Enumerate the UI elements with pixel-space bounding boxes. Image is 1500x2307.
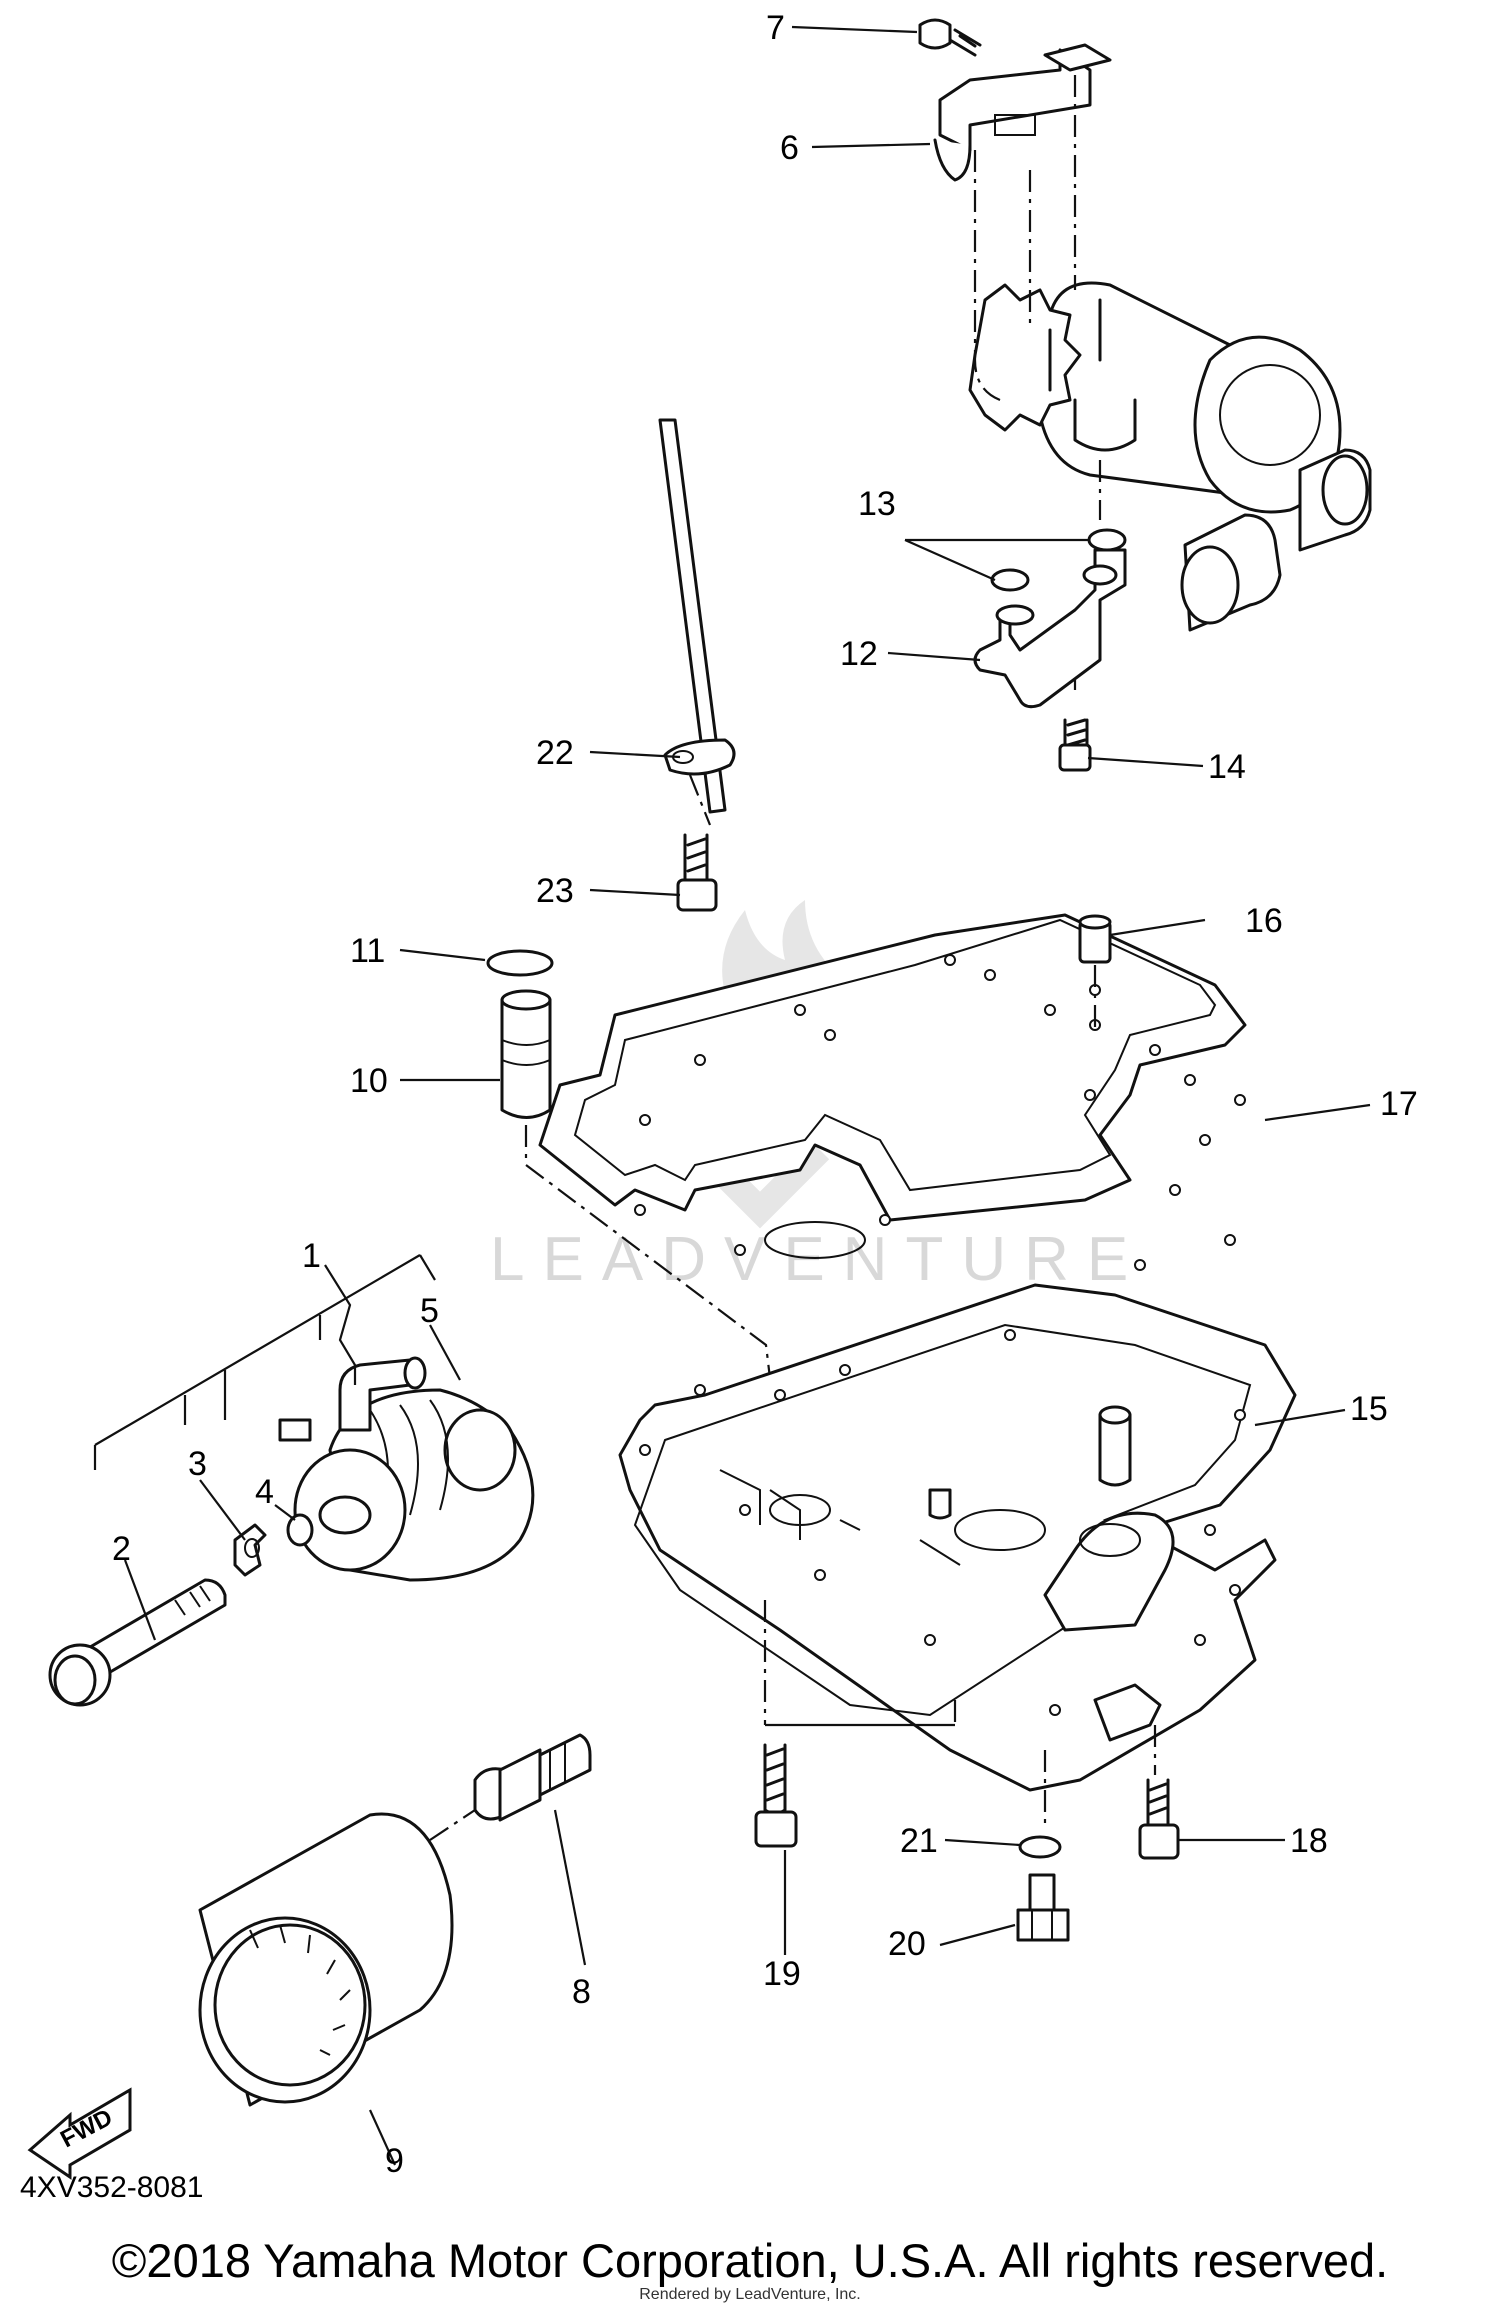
callout-3: 3 (188, 1445, 207, 1483)
bracket-1 (93, 1254, 436, 1470)
callout-9: 9 (385, 2142, 404, 2180)
callout-8: 8 (572, 1973, 591, 2011)
callout-2: 2 (112, 1530, 131, 1568)
callout-5: 5 (420, 1292, 439, 1330)
oil-pump (968, 281, 1372, 632)
o-ring-4 (286, 1513, 314, 1547)
oil-pipe-12 (973, 548, 1127, 709)
alignment-line-8 (429, 1809, 476, 1841)
oil-filter-9 (198, 1812, 454, 2107)
watermark-text: LEADVENTURE (490, 1225, 1146, 1294)
callout-10: 10 (350, 1062, 388, 1100)
bolt-23 (676, 833, 718, 912)
dowel-pin-16 (1078, 914, 1112, 964)
callout-22: 22 (536, 734, 574, 772)
pump-cover-plate (933, 43, 1112, 182)
callout-7: 7 (766, 9, 785, 47)
union-bolt-2 (48, 1578, 227, 1707)
callouts: 1 2 3 4 5 6 7 8 9 10 11 12 13 14 15 16 1 (112, 9, 1418, 2180)
bolt-18 (1138, 1778, 1180, 1860)
callout-14: 14 (1208, 748, 1246, 786)
callout-17: 17 (1380, 1085, 1418, 1123)
oil-cooler-5 (278, 1356, 535, 1582)
callout-18: 18 (1290, 1822, 1328, 1860)
union-stud-8 (473, 1733, 592, 1822)
fwd-arrow: FWD (27, 2087, 132, 2180)
alignment-line-23 (688, 774, 712, 826)
rendered-by-credit: Rendered by LeadVenture, Inc. (639, 2286, 861, 2303)
callout-11: 11 (350, 932, 385, 970)
drain-bolt-20 (1016, 1873, 1070, 1942)
callout-23: 23 (536, 872, 574, 910)
callout-19: 19 (763, 1955, 801, 1993)
alignment-line-pump-left (973, 150, 1001, 402)
callout-13: 13 (858, 485, 896, 523)
bolt-7 (918, 18, 982, 57)
bolt-14 (1058, 718, 1092, 772)
washer-21 (1018, 1835, 1062, 1859)
callout-15: 15 (1350, 1390, 1388, 1428)
oil-pan-15 (618, 1283, 1297, 1792)
pipe-10 (500, 989, 552, 1119)
o-ring-11 (486, 949, 554, 977)
alignment-line-10 (524, 1125, 798, 1596)
callout-21: 21 (900, 1822, 938, 1860)
copyright-notice: ©2018 Yamaha Motor Corporation, U.S.A. A… (111, 2234, 1389, 2287)
o-ring-13b (1087, 528, 1127, 552)
part-code: 4XV352-8081 (20, 2171, 204, 2204)
bolt-19 (754, 1743, 798, 1848)
callout-4: 4 (255, 1473, 274, 1511)
oil-level-gauge-22 (658, 418, 736, 814)
callout-20: 20 (888, 1925, 926, 1963)
gasket-17 (538, 913, 1247, 1306)
callout-6: 6 (780, 129, 799, 167)
callout-12: 12 (840, 635, 878, 673)
callout-16: 16 (1245, 902, 1283, 940)
o-ring-13a (990, 568, 1030, 592)
callout-1: 1 (302, 1237, 321, 1275)
